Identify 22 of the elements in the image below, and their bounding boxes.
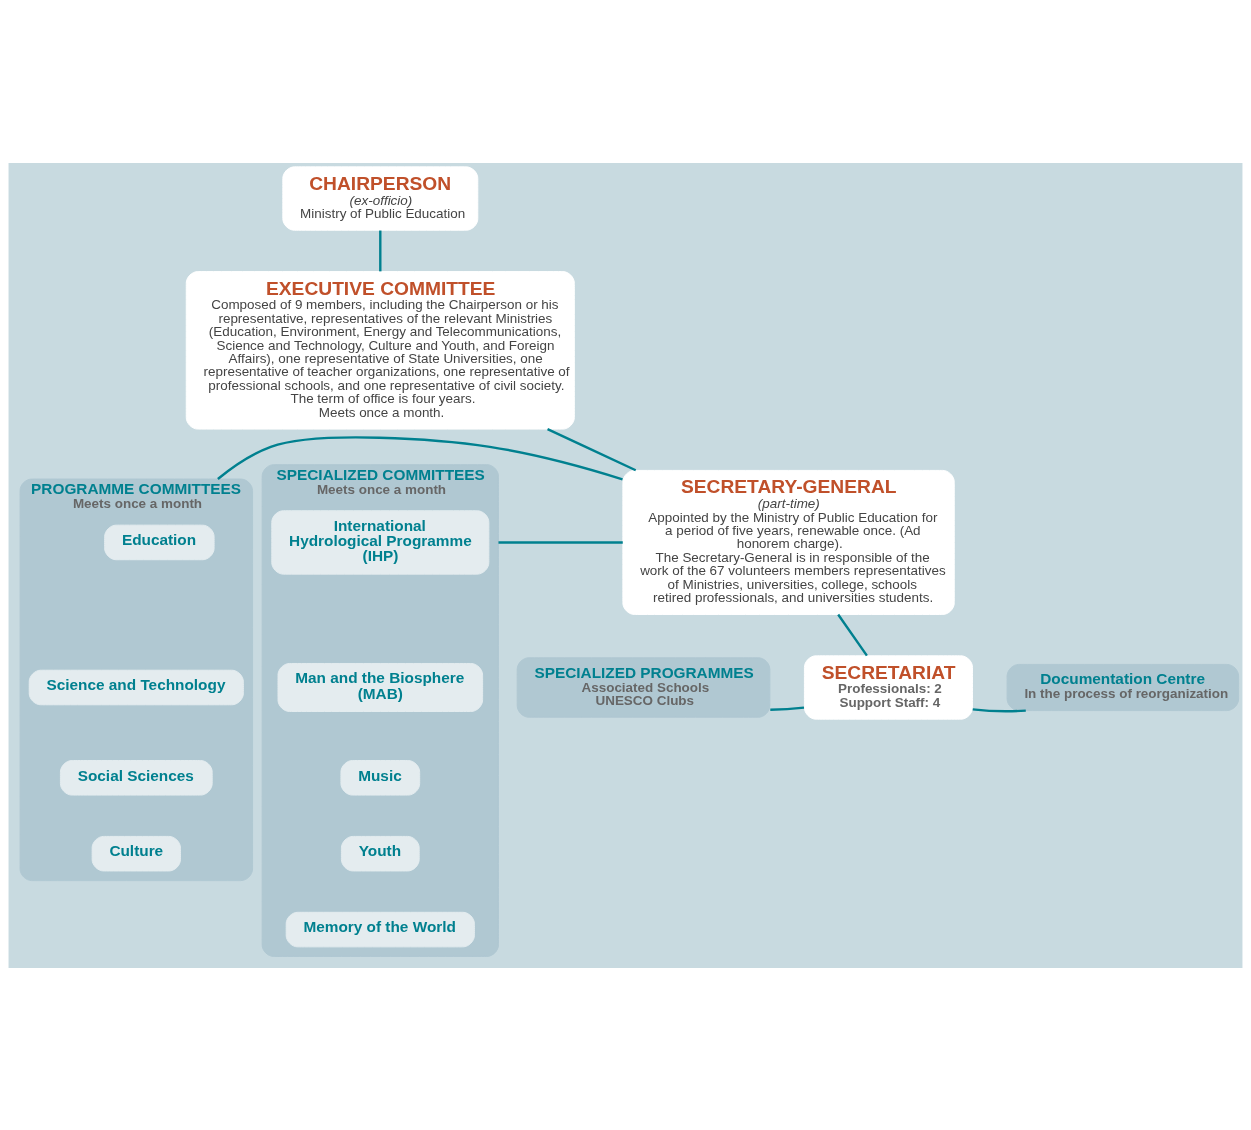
node-box: SPECIALIZED PROGRAMMES Associated Schools UNESCO Clubs <box>516 656 771 718</box>
node-box: Memory of the World <box>285 911 475 947</box>
node-box: Education <box>104 524 215 560</box>
node-box: Culture <box>91 835 181 871</box>
node-box: Science and Technology <box>28 669 244 705</box>
node-box: EXECUTIVE COMMITTEE Composed of 9 members, including the Chairperson or his representative, representatives of the relevant Ministries (Education, Environment, Energy and Telecommunications, Science and Technology, Culture and Youth, and Foreign Affairs), one representative of State Universities, one representative of teacher organizations, one representative of professional schools, and one representative of civil society. The term of office is four years. Meets once a month. <box>185 270 575 430</box>
node-box: SECRETARIAT Professionals: 2 Support Staff: 4 <box>803 654 973 720</box>
connector <box>379 230 382 271</box>
node-box: Music <box>340 759 421 796</box>
connector <box>770 706 805 711</box>
connector <box>972 707 1026 712</box>
connector <box>498 540 623 544</box>
node-box: International Hydrological Programme (IHP) <box>271 509 490 575</box>
node-box: SECRETARY-GENERAL (part-time) Appointed by the Ministry of Public Education for a period of five years, renewable once. (Ad honorem charge). The Secretary-General is in responsible of the work of the 67 volunteers members representatives of Ministries, universities, college, schools retired professionals, and universities students. <box>622 469 955 615</box>
node-box: Man and the Biosphere (MAB) <box>277 662 484 712</box>
node-box: Documentation Centre In the process of reorganization <box>1006 663 1240 711</box>
connector <box>217 435 623 480</box>
node-box: CHAIRPERSON (ex-officio) Ministry of Public Education <box>282 165 479 231</box>
node-box: Social Sciences <box>59 759 213 796</box>
connector <box>837 613 868 656</box>
node-box: Youth <box>340 835 420 871</box>
connector <box>547 427 637 471</box>
